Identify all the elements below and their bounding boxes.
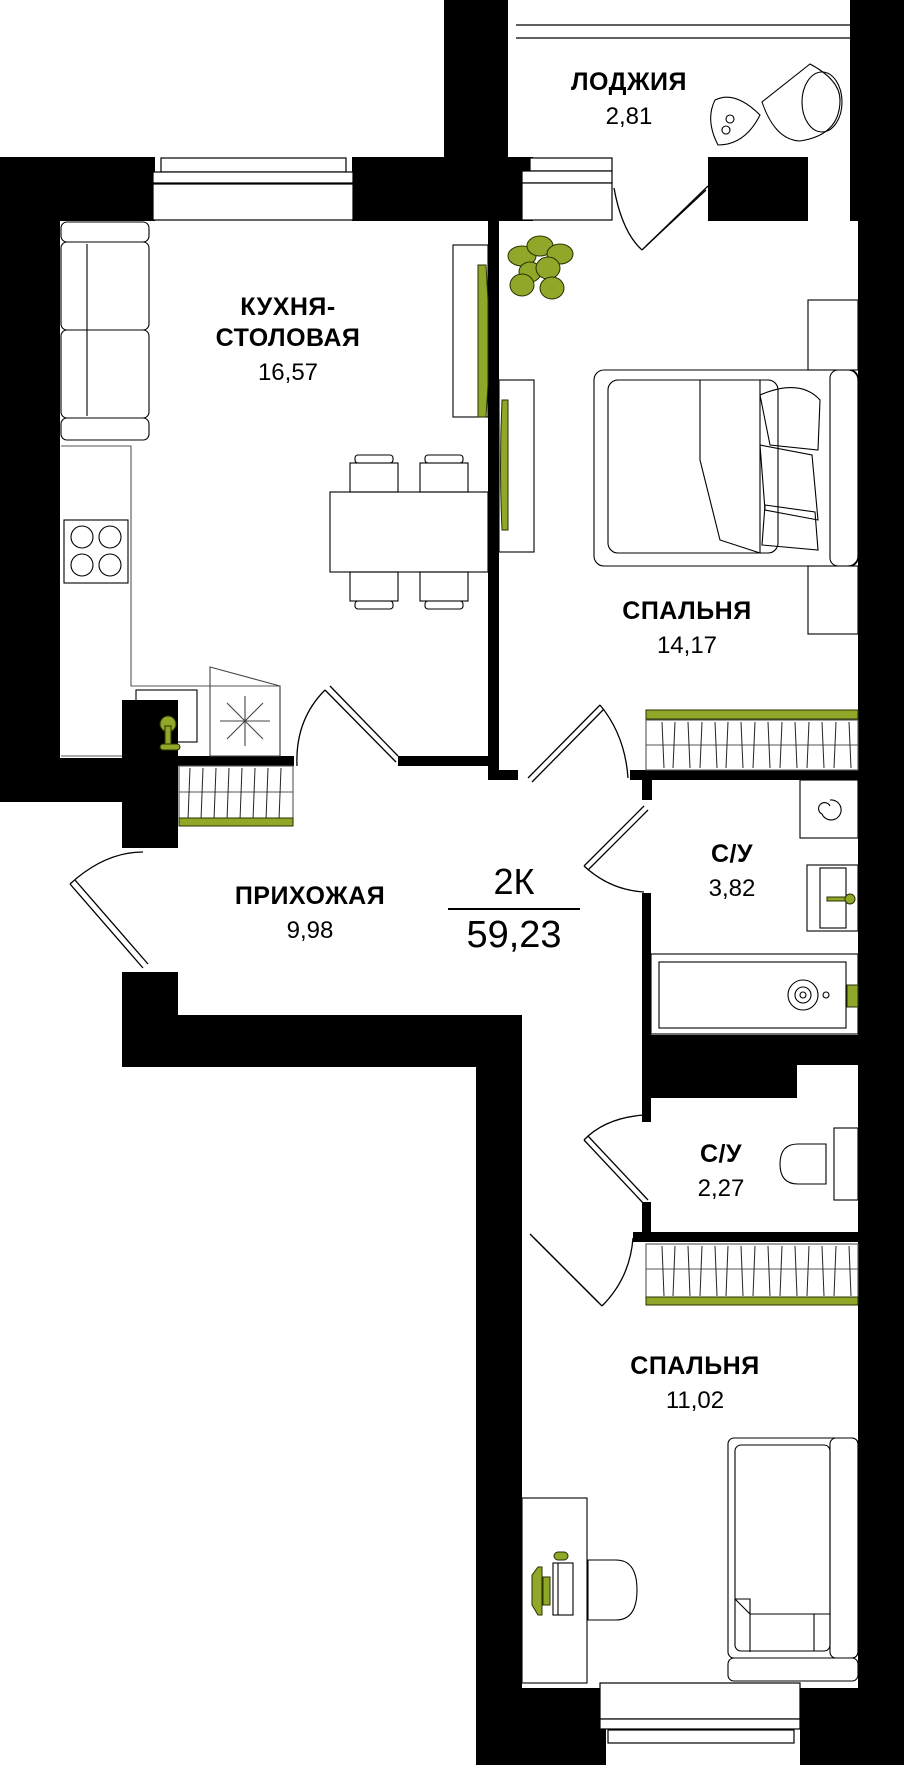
furniture	[60, 63, 859, 1684]
stove-icon	[63, 519, 129, 584]
tv-icon	[500, 399, 509, 531]
bed-icon	[593, 299, 859, 635]
bathtub-icon	[650, 953, 859, 1035]
room-area: 14,17	[656, 631, 718, 659]
desk-icon	[521, 1497, 638, 1684]
chair-icon	[761, 63, 843, 142]
room-label-loggia: ЛОДЖИЯ 2,81	[571, 68, 687, 130]
room-name: ПРИХОЖАЯ	[234, 882, 386, 910]
room-area: 16,57	[257, 358, 319, 386]
lamp-icon	[531, 1551, 569, 1616]
room-area: 3,82	[708, 874, 756, 902]
room-area: 2,81	[605, 102, 653, 130]
accents	[159, 235, 859, 1616]
room-name: С/У	[699, 1140, 743, 1168]
apartment-type: 2К	[493, 861, 535, 902]
room-label-bedroom2: СПАЛЬНЯ 11,02	[630, 1352, 759, 1414]
tv-icon	[477, 264, 489, 418]
room-name: СПАЛЬНЯ	[630, 1352, 760, 1380]
room-name: С/У	[710, 840, 754, 868]
room-label-bathroom1: С/У 3,82	[709, 840, 756, 902]
total-area: 59,23	[466, 914, 562, 956]
wardrobe-hatching	[187, 721, 852, 1297]
fan-icon	[209, 666, 281, 757]
room-area: 9,98	[286, 916, 334, 944]
faucet-icon	[159, 715, 181, 751]
washing-machine-icon	[799, 779, 859, 839]
toilet-icon	[779, 1127, 859, 1201]
room-area: 2,27	[697, 1174, 745, 1202]
wardrobe-icon	[645, 719, 859, 771]
side-table-icon	[710, 96, 761, 146]
sofa-icon	[60, 221, 150, 441]
dining-table-icon	[329, 454, 489, 610]
room-name: ЛОДЖИЯ	[570, 68, 688, 96]
shower-mixer-icon	[846, 984, 859, 1008]
room-name: СПАЛЬНЯ	[622, 597, 752, 625]
room-label-bedroom1: СПАЛЬНЯ 14,17	[622, 597, 751, 659]
room-area: 11,02	[665, 1386, 725, 1414]
apartment-summary: 2К 59,23	[448, 862, 580, 956]
summary-divider	[448, 908, 580, 910]
room-name-line1: КУХНЯ-	[240, 293, 336, 321]
room-label-hallway: ПРИХОЖАЯ 9,98	[235, 882, 385, 944]
plant-icon	[507, 235, 574, 300]
doors	[69, 185, 709, 1307]
room-name-line2: СТОЛОВАЯ	[215, 323, 361, 352]
single-bed-icon	[727, 1437, 859, 1682]
room-label-bathroom2: С/У 2,27	[698, 1140, 745, 1202]
room-label-kitchen: КУХНЯ- СТОЛОВАЯ 16,57	[216, 293, 361, 386]
faucet-icon	[826, 893, 856, 905]
windows	[152, 24, 850, 1744]
